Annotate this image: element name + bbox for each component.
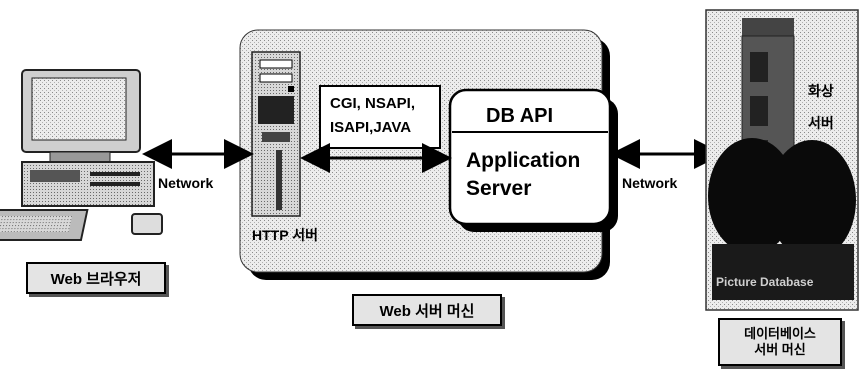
db-server-caption-line2: 서버 머신: [754, 342, 806, 357]
application-label: Application: [466, 149, 581, 172]
db-server-caption: 데이터베이스 서버 머신: [718, 318, 842, 366]
server-label: Server: [466, 177, 532, 200]
client-computer: [0, 69, 163, 241]
browser-caption: Web 브라우저: [26, 262, 166, 294]
interfaces-box: [319, 85, 441, 149]
interfaces-label-line1: CGI, NSAPI,: [330, 95, 416, 112]
web-server-machine-caption: Web 서버 머신: [352, 294, 502, 326]
http-server-label: HTTP 서버: [252, 227, 318, 243]
picture-database-label: Picture Database: [716, 275, 814, 289]
image-server-label-1: 화상: [808, 83, 834, 99]
interfaces-label-line2: ISAPI,JAVA: [330, 119, 412, 136]
image-server-label-2: 서버: [808, 115, 834, 131]
network-label-right: Network: [622, 175, 678, 191]
http-server-tower: [251, 51, 301, 217]
network-label-left: Network: [158, 175, 214, 191]
db-api-label: DB API: [486, 105, 554, 127]
db-server-caption-line1: 데이터베이스: [744, 326, 816, 341]
database-server-machine: [705, 9, 859, 311]
